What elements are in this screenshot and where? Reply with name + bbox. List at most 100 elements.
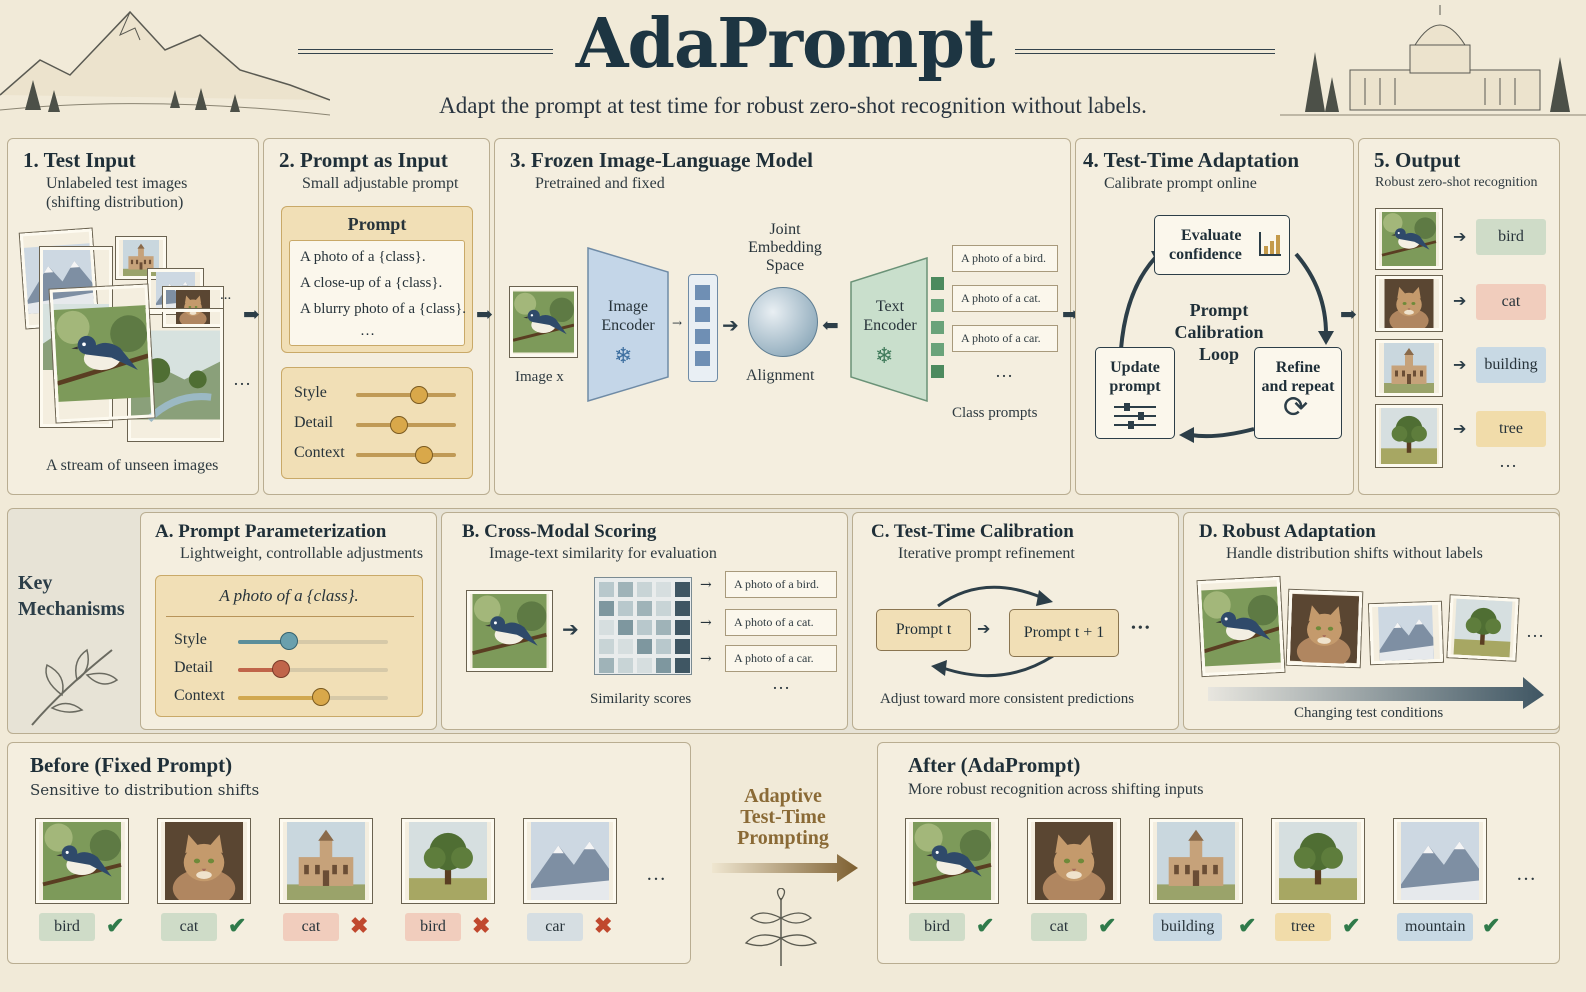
changing-conditions-arrow	[1208, 677, 1544, 709]
page-subtitle: Adapt the prompt at test time for robust…	[439, 93, 1147, 118]
similarity-cell	[656, 601, 671, 616]
similarity-cell	[656, 582, 671, 597]
shift-image-bird	[1197, 576, 1285, 677]
output-image-bird	[1376, 209, 1442, 269]
image-encoder	[587, 246, 669, 403]
similarity-matrix	[594, 577, 692, 675]
shift-image-mountain	[1368, 601, 1444, 665]
panel-subtitle: (shifting distribution)	[46, 194, 184, 211]
prompt-line: …	[360, 323, 375, 339]
panel-subtitle: Handle distribution shifts without label…	[1226, 545, 1483, 562]
panel-prompt-input: 2. Prompt as Input Small adjustable prom…	[263, 138, 490, 495]
panel-subtitle: Small adjustable prompt	[302, 175, 459, 192]
class-prompt: A photo of a car.	[952, 325, 1058, 352]
text-encoder-label: Text Encoder	[863, 298, 917, 334]
panel-title: C. Test-Time Calibration	[871, 521, 1074, 542]
similarity-cell	[618, 601, 633, 616]
output-label-cat: cat	[1476, 284, 1546, 320]
similarity-cell	[637, 582, 652, 597]
panel-title: 1. Test Input	[23, 148, 136, 172]
image-embedding-vector	[688, 274, 718, 382]
before-panel: Before (Fixed Prompt) Sensitive to distr…	[7, 742, 691, 964]
slider-track[interactable]	[356, 393, 456, 397]
panel-title: B. Cross-Modal Scoring	[462, 521, 657, 542]
output-label-bird: bird	[1476, 219, 1546, 255]
flow-arrow: ➡	[476, 302, 493, 326]
slider-knob-style[interactable]	[280, 632, 298, 650]
prompt-t-plus-1-box[interactable]: Prompt t + 1	[1009, 609, 1119, 657]
stream-image	[116, 237, 166, 279]
panel-title: After (AdaPrompt)	[908, 753, 1081, 777]
check-icon: ✔	[106, 913, 125, 939]
loop-label: Prompt Calibration Loop	[1160, 299, 1278, 365]
similarity-cell	[618, 639, 633, 654]
similarity-cell	[675, 582, 690, 597]
calibration-ellipsis: •••	[1131, 621, 1152, 636]
before-image	[280, 819, 372, 903]
shift-ellipsis: …	[1526, 621, 1544, 641]
stream-ellipsis: ...	[220, 287, 232, 303]
before-label: bird	[39, 913, 95, 941]
check-icon: ✔	[976, 913, 995, 939]
before-label: cat	[161, 913, 217, 941]
refine-line: Refine	[1275, 359, 1321, 376]
panel-subtitle: Pretrained and fixed	[535, 175, 665, 192]
space-line: Space	[765, 257, 805, 274]
slider-track[interactable]	[238, 668, 388, 672]
refine-repeat-box[interactable]: Refine and repeat ⟳	[1254, 347, 1342, 439]
after-label: bird	[909, 913, 965, 941]
after-image	[1272, 819, 1364, 903]
before-ellipsis: …	[646, 863, 666, 885]
title-rule-left	[298, 49, 553, 54]
similarity-cell	[637, 658, 652, 673]
before-label: bird	[405, 913, 461, 941]
space-line: Embedding	[748, 239, 822, 256]
after-image	[1150, 819, 1242, 903]
scoring-ellipsis: …	[772, 673, 790, 693]
similarity-cell	[656, 658, 671, 673]
update-prompt-box[interactable]: Update prompt	[1095, 347, 1175, 439]
slider-knob-context[interactable]	[415, 446, 433, 464]
calibration-arrows	[931, 585, 1054, 678]
loop-line: Calibration	[1174, 322, 1264, 342]
slider-knob-detail[interactable]	[272, 660, 290, 678]
prompt-line: A blurry photo of a {class}.	[300, 301, 467, 317]
refresh-icon: ⟳	[1283, 391, 1309, 424]
slider-track[interactable]	[356, 453, 456, 457]
after-image	[906, 819, 998, 903]
slider-knob-style[interactable]	[410, 386, 428, 404]
scoring-prompt: A photo of a cat.	[725, 609, 837, 636]
output-ellipsis: …	[1499, 451, 1517, 471]
prompt-line: A close-up of a {class}.	[300, 275, 443, 291]
adaptive-prompting-label: Adaptive Test-Time Prompting	[722, 786, 844, 849]
leaf-sprig	[744, 888, 818, 966]
output-arrow: ➔	[1453, 227, 1467, 246]
arrow-small: →	[700, 651, 712, 667]
prompt-t-box[interactable]: Prompt t	[876, 609, 971, 651]
panel-output: 5. Output Robust zero-shot recognition ➔…	[1358, 138, 1560, 495]
prompt-t-label: Prompt t	[895, 621, 952, 638]
similarity-cell	[599, 601, 614, 616]
similarity-cell	[618, 620, 633, 635]
mechanism-prompt-parameterization: A. Prompt Parameterization Lightweight, …	[140, 512, 437, 730]
key-line: Key	[18, 572, 53, 594]
adaptive-arrow	[712, 854, 858, 882]
output-label-tree: tree	[1476, 411, 1546, 447]
mechanism-robust-adaptation: D. Robust Adaptation Handle distribution…	[1183, 512, 1560, 730]
evaluate-line: confidence	[1169, 246, 1242, 263]
panel-subtitle: Calibrate prompt online	[1104, 175, 1257, 192]
adaptive-line: Prompting	[737, 827, 829, 849]
sliders-icon	[1114, 403, 1156, 429]
prompt-template: A photo of a {class}.	[219, 586, 359, 605]
flow-arrow: ➡	[1062, 302, 1079, 326]
output-image-tree	[1376, 405, 1442, 467]
similarity-cell	[599, 620, 614, 635]
slider-knob-context[interactable]	[312, 688, 330, 706]
alignment-label: Alignment	[746, 367, 815, 384]
arrow-small: →	[700, 615, 712, 631]
slider-track[interactable]	[238, 640, 388, 644]
panel-subtitle: Iterative prompt refinement	[898, 545, 1075, 562]
slider-knob-detail[interactable]	[390, 416, 408, 434]
class-prompt-ellipsis: …	[995, 361, 1013, 381]
mechanism-test-time-calibration: C. Test-Time Calibration Iterative promp…	[852, 512, 1179, 730]
